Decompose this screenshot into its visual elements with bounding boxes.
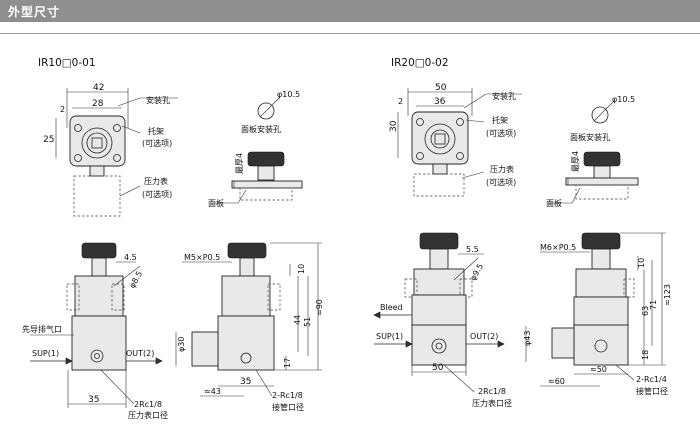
label-ir10-pipe-port-name: 接管口径 <box>272 402 304 412</box>
ir20-front-view: 5.5 φ9.5 Bleed SUP(1) OUT(2) 50 2Rc1/8 压… <box>373 232 512 408</box>
label-ir10-mount-hole: 安装孔 <box>146 95 170 105</box>
label-ir10-gauge-port: 2Rc1/8 <box>134 400 162 409</box>
ir20-side-view: M6×P0.5 φ43 ≈60 ≈50 2-Rc1/4 接管口径 10 63 7… <box>523 232 672 396</box>
label-ir20-mount-hole: 安装孔 <box>492 91 516 101</box>
label-ir20-gauge-port: 2Rc1/8 <box>478 387 506 396</box>
dim-ir10-28: 28 <box>92 99 104 109</box>
label-ir20-bracket: 托架 <box>492 115 508 125</box>
dim-ir20-dia-43: φ43 <box>523 331 532 346</box>
label-ir20-panel-mount-hole: 面板安装孔 <box>570 132 610 142</box>
label-ir10-pilot-exhaust: 先导排气口 <box>22 324 62 334</box>
label-ir20-max-thickness: 最厚4 <box>571 151 580 172</box>
ir10-top-view: 42 28 2 25 安装孔 托架 <box>43 83 178 217</box>
label-ir20-bracket-optional: (可选项) <box>486 128 516 138</box>
dim-ir10-42: 42 <box>93 83 104 93</box>
dim-ir10-2: 2 <box>60 105 65 114</box>
ir10-front-view: 4.5 φ8.5 先导排气口 SUP(1) OUT(2) 35 2Rc1/8 压… <box>22 242 168 420</box>
dim-ir10-hole-dia: φ10.5 <box>277 90 300 99</box>
dim-ir20-10: 10 <box>637 258 646 268</box>
label-ir20-gauge-optional: (可选项) <box>486 177 516 187</box>
ir20-top-view: 50 36 2 30 安装孔 托架 <box>389 83 522 197</box>
label-ir10-thread: M5×P0.5 <box>184 253 220 262</box>
label-ir10-bracket-optional: (可选项) <box>142 138 172 148</box>
dim-ir20-63: 63 <box>641 306 650 316</box>
label-ir10-gauge: 压力表 <box>144 176 168 186</box>
label-ir10-out: OUT(2) <box>126 349 154 358</box>
dim-ir20-50b: 50 <box>432 363 444 373</box>
model-ir10-title: IR10□0-01 <box>38 57 96 69</box>
dim-ir10-17: 17 <box>283 358 292 368</box>
label-ir10-sup: SUP(1) <box>32 349 59 358</box>
dim-ir20-50: 50 <box>435 83 447 93</box>
ir20-panel-hole: φ10.5 面板安装孔 <box>570 95 635 142</box>
ir10-side-view: M5×P0.5 φ30 ≈43 35 2-Rc1/8 接管口径 10 44 51… <box>175 242 324 412</box>
label-ir20-out: OUT(2) <box>470 332 498 341</box>
label-ir10-panel-mount-hole: 面板安装孔 <box>241 124 281 134</box>
dim-ir20-18: 18 <box>641 350 650 360</box>
section-header-bar: 外型尺寸 <box>0 0 700 22</box>
label-ir20-pipe-port-name: 接管口径 <box>636 386 668 396</box>
label-ir20-gauge-port-name: 压力表口径 <box>472 398 512 408</box>
label-ir10-panel: 面板 <box>208 198 224 208</box>
dim-ir10-25: 25 <box>43 135 54 145</box>
dim-ir10-43: ≈43 <box>204 387 221 396</box>
dim-ir10-dia-30: φ30 <box>177 337 186 352</box>
label-ir10-pipe-port: 2-Rc1/8 <box>272 391 303 400</box>
dim-ir20-dia-9-5: φ9.5 <box>468 262 485 282</box>
label-ir20-pipe-port: 2-Rc1/4 <box>636 375 667 384</box>
model-ir10-drawing: IR10□0-01 42 28 2 25 <box>22 57 324 420</box>
dim-ir20-60: ≈60 <box>548 377 565 386</box>
header-rule <box>0 33 700 34</box>
label-ir20-thread: M6×P0.5 <box>540 243 576 252</box>
dim-ir20-50c: ≈50 <box>590 365 607 374</box>
dim-ir20-2: 2 <box>398 97 403 106</box>
ir10-panel-hole: φ10.5 面板安装孔 <box>241 90 300 134</box>
label-ir10-bracket: 托架 <box>148 126 164 136</box>
label-ir10-gauge-port-name: 压力表口径 <box>128 410 168 420</box>
section-title: 外型尺寸 <box>8 5 61 19</box>
dim-ir20-5-5: 5.5 <box>466 245 479 254</box>
ir10-panel-view: 最厚4 面板 <box>208 151 303 208</box>
dim-ir20-hole-dia: φ10.5 <box>612 95 635 104</box>
model-ir20-title: IR20□0-02 <box>391 57 449 69</box>
ir20-panel-view: 最厚4 面板 <box>546 151 639 208</box>
label-ir20-gauge: 压力表 <box>490 164 514 174</box>
model-ir20-drawing: IR20□0-02 50 36 2 30 <box>373 57 672 408</box>
dim-ir10-51: 51 <box>303 317 312 327</box>
dim-ir20-30: 30 <box>389 120 399 132</box>
dim-ir10-dia-8-5: φ8.5 <box>128 270 145 290</box>
dim-ir10-10: 10 <box>297 264 306 274</box>
dim-ir20-71: 71 <box>649 300 658 310</box>
label-ir20-sup: SUP(1) <box>376 332 403 341</box>
dim-ir20-123: ≈123 <box>663 284 672 306</box>
label-ir10-max-thickness: 最厚4 <box>235 153 244 174</box>
dim-ir10-4-5: 4.5 <box>124 253 137 262</box>
dim-ir10-90: ≈90 <box>315 299 324 316</box>
dim-ir10-35: 35 <box>88 395 99 405</box>
dim-ir10-35b: 35 <box>240 377 251 387</box>
label-ir10-gauge-optional: (可选项) <box>142 189 172 199</box>
dim-ir20-36: 36 <box>434 97 446 107</box>
label-ir20-panel: 面板 <box>546 198 562 208</box>
label-ir20-bleed: Bleed <box>380 303 403 312</box>
dim-ir10-44: 44 <box>293 315 302 325</box>
